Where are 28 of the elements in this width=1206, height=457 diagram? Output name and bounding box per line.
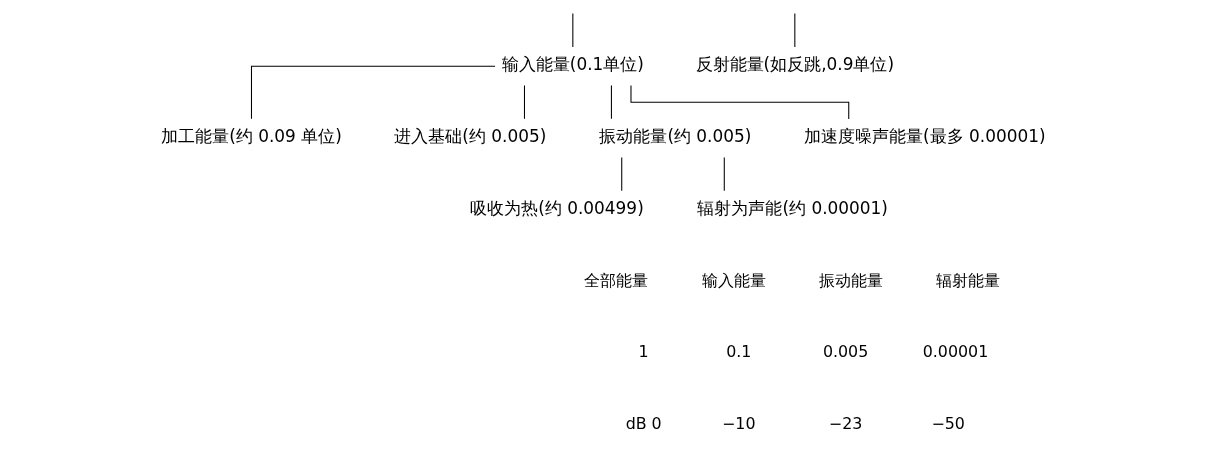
label: 辐射能量 (935, 270, 1000, 290)
node-text: 振动能量(约 0.005) (598, 126, 751, 147)
label: 振动能量 (818, 270, 883, 290)
node-text: 吸收为热(约 0.00499) (469, 198, 644, 219)
node-text: 反射能量(如反跳,0.9单位) (695, 54, 894, 75)
connector (610, 84, 612, 120)
connector (723, 156, 725, 192)
node-text: 加速度噪声能量(最多 0.00001) (803, 126, 1046, 147)
connector (620, 156, 622, 192)
label: 全部能量 (583, 270, 648, 290)
node-text: 辐射为声能(约 0.00001) (696, 198, 888, 219)
label: 1 (638, 342, 649, 362)
label: 0.00001 (922, 342, 988, 362)
connector (629, 84, 849, 120)
label: 0.005 (822, 342, 868, 362)
node-text: 进入基础(约 0.005) (393, 126, 546, 147)
connector (250, 65, 496, 120)
connector (793, 12, 795, 48)
label: 0.1 (725, 342, 751, 362)
node-text: 输入能量(0.1单位) (501, 54, 644, 75)
connector (523, 84, 525, 120)
label: −50 (930, 414, 965, 434)
label: −23 (828, 414, 862, 434)
label: dB 0 (625, 414, 662, 434)
node-text: 加工能量(约 0.09 单位) (160, 126, 342, 147)
label: 输入能量 (701, 270, 766, 290)
label: −10 (721, 414, 756, 434)
connector (571, 12, 573, 48)
